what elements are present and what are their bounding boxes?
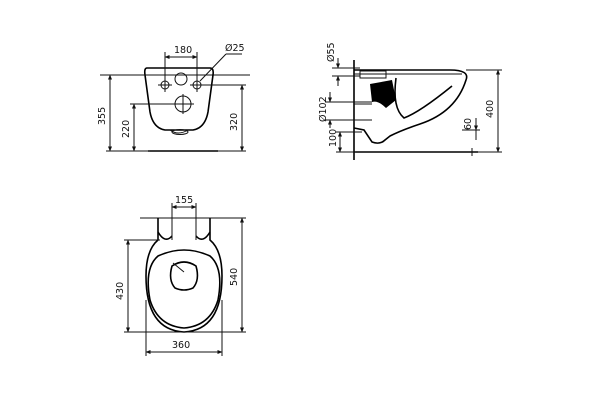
dim-180: 180 (174, 45, 192, 56)
dim-540: 540 (229, 268, 240, 286)
dim-d102: Ø102 (318, 96, 329, 122)
side-siphon (370, 80, 396, 108)
top-opening (169, 261, 199, 291)
dim-60: 60 (463, 118, 474, 130)
dim-100: 100 (328, 129, 339, 147)
dim-320: 320 (229, 113, 240, 131)
side-bowl-outline (353, 69, 468, 144)
front-outlet (171, 129, 189, 135)
side-bowl-inner (394, 77, 453, 119)
front-bowl-outline (143, 67, 214, 131)
dim-360: 360 (172, 340, 190, 351)
dim-220: 220 (121, 120, 132, 138)
front-view: 180 Ø25 355 220 320 (97, 43, 250, 152)
dim-d55: Ø55 (326, 42, 337, 62)
dim-400: 400 (485, 100, 496, 118)
dim-355: 355 (97, 107, 108, 125)
inlet-hole (174, 72, 188, 86)
top-view: 155 430 540 360 (115, 195, 246, 356)
side-view: Ø55 Ø102 100 60 400 (318, 42, 502, 160)
dim-d25: Ø25 (225, 43, 245, 54)
top-rim (147, 249, 221, 329)
front-bowl-bottom (169, 129, 189, 134)
dim-155: 155 (175, 195, 193, 206)
dim-430: 430 (115, 282, 126, 300)
